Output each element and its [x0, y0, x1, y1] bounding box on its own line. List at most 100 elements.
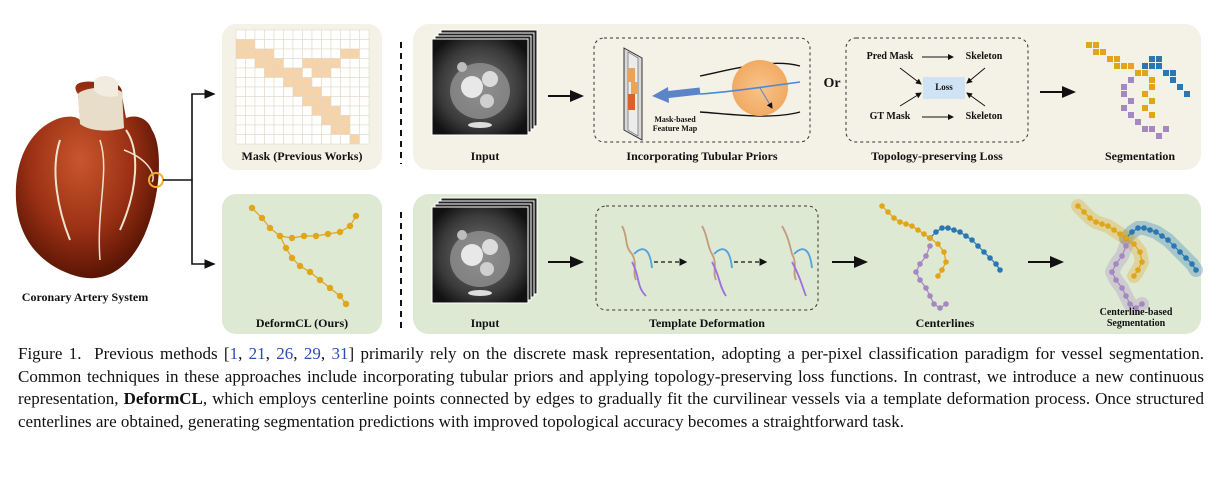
mask-cell — [321, 39, 332, 50]
mask-cell — [273, 39, 284, 50]
seg-pixel — [1142, 63, 1148, 69]
centerline-point — [921, 231, 927, 237]
seg-pixel — [1135, 70, 1141, 76]
centerline-point — [276, 232, 284, 240]
mask-cell — [330, 96, 341, 107]
template-curve — [633, 248, 653, 269]
branch-arrows — [163, 89, 216, 269]
seg-pixel — [1149, 56, 1155, 62]
mask-cell — [292, 77, 303, 88]
mask-cell — [321, 124, 332, 135]
ref-link[interactable]: 31 — [331, 344, 349, 363]
seg-pixel — [1170, 70, 1176, 76]
centerline-point — [913, 269, 919, 275]
centerline-point — [324, 230, 332, 238]
skel-bottom-to-loss — [966, 92, 986, 107]
seg-pixel — [1100, 49, 1106, 55]
mask-cell — [264, 39, 275, 50]
centerline-point — [1131, 273, 1137, 279]
ct-spine — [468, 122, 492, 128]
mask-cell — [273, 29, 284, 40]
centerline-point — [1123, 235, 1129, 241]
bottom-pipeline-panel — [413, 194, 1201, 334]
seg-pixel — [1142, 70, 1148, 76]
mask-cell — [292, 134, 303, 145]
centerline-point — [1135, 225, 1141, 231]
template-deformation-box — [595, 205, 819, 311]
mask-cell — [245, 58, 256, 69]
mask-cell — [273, 58, 284, 69]
topology-loss-label: Topology-preserving Loss — [871, 149, 1003, 163]
centerline-point — [943, 259, 949, 265]
centerline-point — [951, 227, 957, 233]
centerline-point — [963, 233, 969, 239]
mask-cell — [292, 86, 303, 97]
seg-pixel — [1149, 84, 1155, 90]
mask-cell — [235, 115, 246, 126]
ref-link[interactable]: 1 — [229, 344, 239, 363]
centerline-point — [917, 261, 923, 267]
mask-cell — [359, 115, 370, 126]
seg-pixel — [1142, 105, 1148, 111]
mask-cell — [235, 86, 246, 97]
mask-cell — [321, 77, 332, 88]
mask-cell — [283, 39, 294, 50]
mask-cell — [273, 86, 284, 97]
ct-chamber — [482, 239, 498, 255]
centerline-point — [987, 255, 993, 261]
mask-cell — [292, 96, 303, 107]
mask-cell — [302, 124, 313, 135]
seg-pixel — [1149, 98, 1155, 104]
mask-cell — [264, 48, 275, 59]
mask-cell — [283, 58, 294, 69]
seg-pixel — [1093, 49, 1099, 55]
seg-pixel — [1163, 126, 1169, 132]
ct-chamber — [482, 71, 498, 87]
centerline-point — [903, 221, 909, 227]
centerline-point — [1139, 301, 1145, 307]
mask-cell — [273, 105, 284, 116]
template-curve — [793, 248, 813, 269]
seg-pixel — [1135, 119, 1141, 125]
centerline-point — [282, 244, 290, 252]
loss-node — [923, 77, 965, 99]
top-pipeline-panel — [413, 24, 1201, 170]
seg-pixel — [1149, 77, 1155, 83]
mask-cell — [235, 39, 246, 50]
centerline-point — [1141, 225, 1147, 231]
mask-cell — [311, 96, 322, 107]
mask-cell — [321, 115, 332, 126]
ref-link[interactable]: 21 — [248, 344, 266, 363]
mask-cell — [254, 67, 265, 78]
ct-vessel — [457, 230, 467, 240]
seg-pixel — [1114, 63, 1120, 69]
deformcl-centerline — [248, 204, 360, 308]
mask-cell — [359, 86, 370, 97]
mask-cell — [330, 77, 341, 88]
seg-pixel — [1184, 91, 1190, 97]
mask-cell — [245, 105, 256, 116]
seg-pixel — [1149, 126, 1155, 132]
mask-cell — [349, 105, 360, 116]
mask-cell — [321, 96, 332, 107]
skel-top-to-loss — [966, 67, 986, 84]
mask-cell — [245, 67, 256, 78]
mask-cell — [254, 29, 265, 40]
ref-link[interactable]: 26 — [276, 344, 294, 363]
mask-cell — [283, 48, 294, 59]
centerline-point — [1147, 227, 1153, 233]
seg-pixel — [1114, 56, 1120, 62]
seg-pixel — [1170, 77, 1176, 83]
mask-cell — [349, 86, 360, 97]
mask-cell — [311, 58, 322, 69]
centerline-point — [1113, 277, 1119, 283]
mask-cell — [349, 124, 360, 135]
centerline-point — [885, 209, 891, 215]
mask-cell — [254, 39, 265, 50]
centerline-point — [993, 261, 999, 267]
mask-cell — [245, 86, 256, 97]
ref-link[interactable]: 29 — [303, 344, 321, 363]
mask-cell — [292, 115, 303, 126]
mask-cell — [349, 58, 360, 69]
centerline-point — [939, 267, 945, 273]
